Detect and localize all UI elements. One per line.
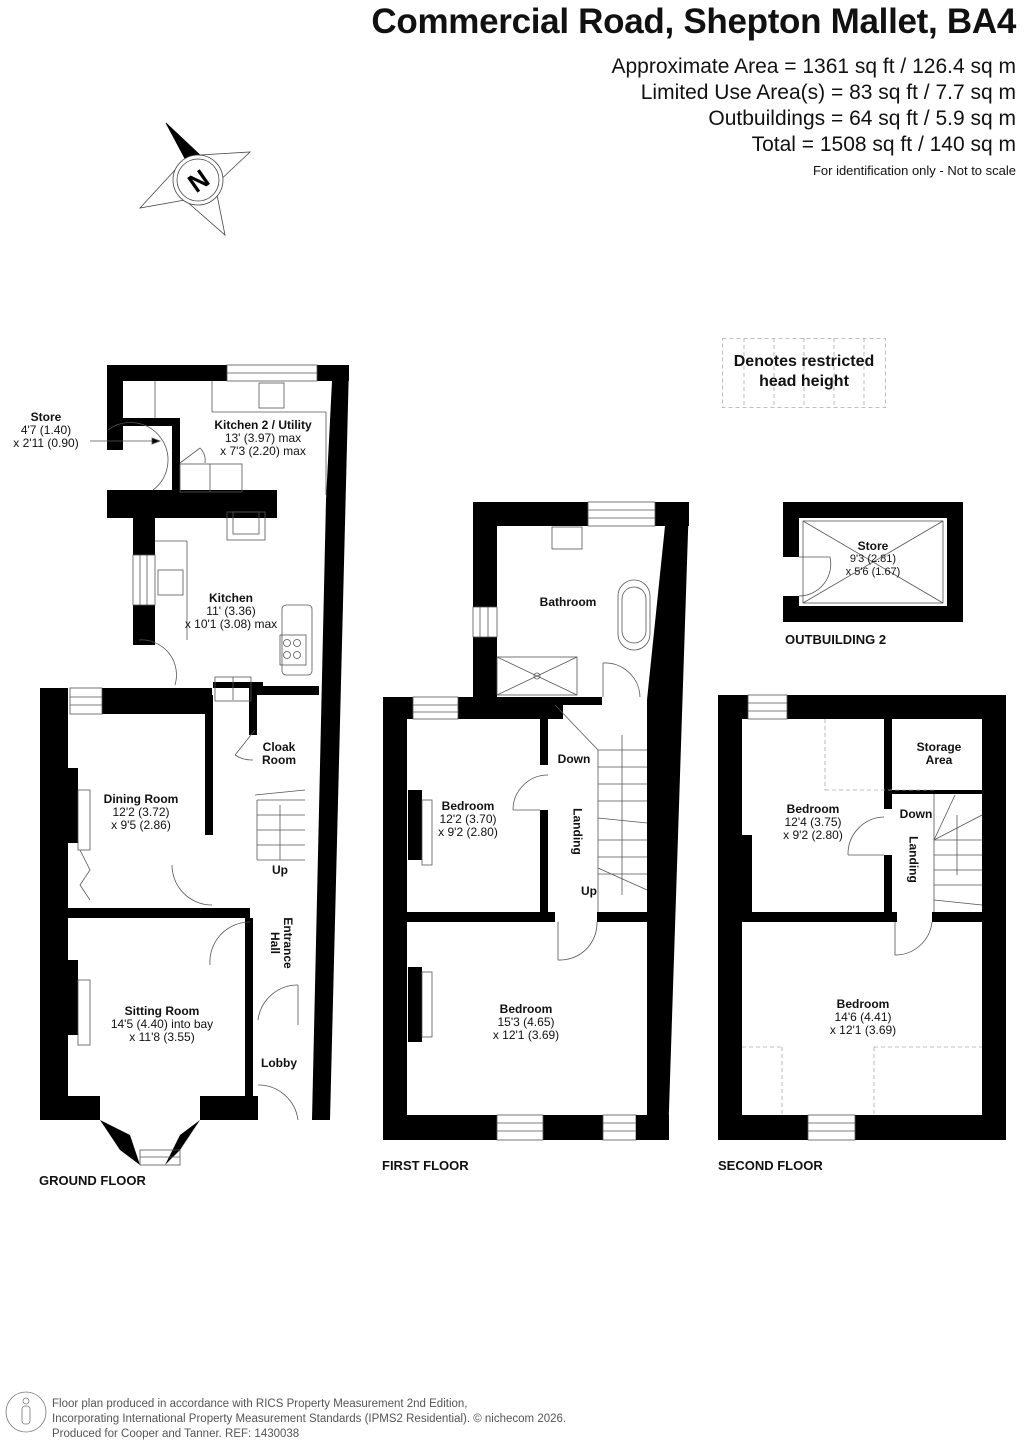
room-outbuilding-store: Store 9'3 (2.81) x 5'6 (1.67) [845,539,901,579]
room-bathroom: Bathroom [539,595,597,609]
stairs-down-label: Down [557,752,591,766]
legend-line-1: Denotes restricted [733,353,875,370]
second-floor-walls [718,695,1006,1140]
total-area: Total = 1508 sq ft / 140 sq m [751,133,1016,156]
room-landing-second: Landing [906,836,921,883]
room-dining-room: Dining Room 12'2 (3.72) x 9'5 (2.86) [103,792,179,832]
stairs-up-label-first: Up [581,884,597,898]
restricted-height-legend: Denotes restricted head height [722,338,886,408]
compass-icon: N [138,122,252,237]
legend-line-2: head height [759,373,849,390]
room-entrance-hall: Entrance Hall [268,917,295,969]
outbuilding-walls [783,502,963,622]
outbuilding-label: OUTBUILDING 2 [785,632,887,647]
dashed-grid-icon [722,338,886,408]
ground-floor-walls [40,365,349,1165]
footer-person-icon [5,1391,47,1433]
stairs-down-label-second: Down [899,807,933,821]
footer-line-2: Incorporating International Property Mea… [52,1413,567,1425]
scale-note: For identification only - Not to scale [812,163,1016,178]
footer-line-3: Produced for Cooper and Tanner. REF: 143… [52,1428,300,1440]
footer-line-1: Floor plan produced in accordance with R… [52,1398,468,1410]
room-landing-first: Landing [570,808,585,855]
room-sitting-room: Sitting Room 14'5 (4.40) into bay x 11'8… [110,1004,214,1044]
outbuildings-area: Outbuildings = 64 sq ft / 5.9 sq m [708,107,1016,130]
ground-floor-fixtures [69,364,327,1166]
footer-credits: Floor plan produced in accordance with R… [52,1397,566,1442]
limited-use-area: Limited Use Area(s) = 83 sq ft / 7.7 sq … [640,81,1016,104]
stairs-up-label: Up [272,863,288,877]
area-summary: Approximate Area = 1361 sq ft / 126.4 sq… [612,54,1017,180]
room-cloak-room: Cloak Room [262,740,296,767]
room-lobby: Lobby [261,1056,297,1070]
property-title: Commercial Road, Shepton Mallet, BA4 [371,2,1016,41]
room-bedroom-1-second: Bedroom 12'4 (3.75) x 9'2 (2.80) [783,802,843,842]
first-floor-label: FIRST FLOOR [382,1158,469,1173]
room-storage-area: Storage Area [916,740,962,767]
ground-floor-label: GROUND FLOOR [39,1173,146,1188]
room-kitchen: Kitchen 11' (3.36) x 10'1 (3.08) max [184,591,278,631]
room-kitchen-2-utility: Kitchen 2 / Utility 13' (3.97) max x 7'3… [214,418,312,458]
room-bedroom-1-first: Bedroom 12'2 (3.70) x 9'2 (2.80) [438,799,498,839]
approximate-area: Approximate Area = 1361 sq ft / 126.4 sq… [611,55,1017,78]
restricted-head-height-areas [742,719,982,1115]
second-floor-label: SECOND FLOOR [718,1158,823,1173]
room-store: Store 4'7 (1.40) x 2'11 (0.90) [13,410,79,450]
room-bedroom-2-second: Bedroom 14'6 (4.41) x 12'1 (3.69) [829,997,897,1037]
first-floor-walls [383,502,689,1140]
second-floor-fixtures [747,694,983,1141]
room-bedroom-2-first: Bedroom 15'3 (4.65) x 12'1 (3.69) [492,1002,560,1042]
